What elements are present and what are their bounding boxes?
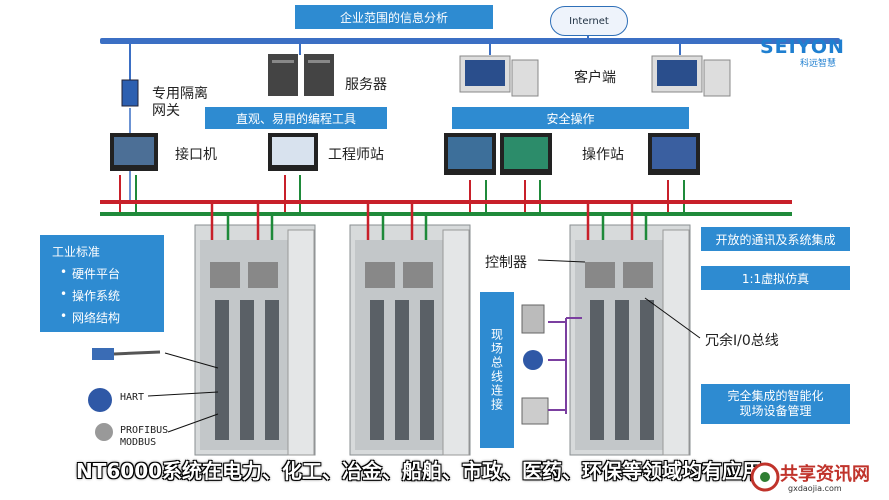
fieldbus-banner: 现场总线连接	[480, 292, 514, 448]
watermark-title: 共享资讯网	[780, 464, 870, 485]
protocol-hart: HART	[120, 392, 145, 403]
industry-standard-item: 网络结构	[72, 311, 121, 325]
brand-logo: SEIYON	[760, 36, 845, 58]
enterprise-network-bus	[100, 38, 840, 44]
watermark-url: gxdaojia.com	[788, 484, 842, 493]
bullet: •	[60, 287, 68, 301]
safe-operation-banner: 安全操作	[452, 107, 689, 129]
client-label: 客户端	[574, 70, 616, 86]
protocol-modbus: MODBUS	[120, 437, 157, 448]
control-network-green	[100, 212, 792, 216]
redundant-io-label: 冗余I/0总线	[705, 333, 779, 349]
controller-label: 控制器	[485, 255, 527, 271]
industry-standard-item: 硬件平台	[72, 267, 121, 281]
watermark-logo-icon	[750, 462, 780, 492]
bullet: •	[60, 265, 68, 279]
server-label: 服务器	[345, 77, 387, 93]
programming-tool-banner: 直观、易用的编程工具	[205, 107, 387, 129]
internet-cloud: Internet	[550, 6, 628, 36]
fieldbus-banner-text: 现场总线连接	[489, 328, 504, 412]
open-comm-banner: 开放的通讯及系统集成	[701, 227, 850, 251]
industry-standard-title: 工业标准	[52, 245, 101, 259]
controller-cabinets	[194, 224, 691, 456]
server-icon	[268, 54, 334, 96]
top-banner: 企业范围的信息分析	[295, 5, 493, 29]
bullet: •	[60, 309, 68, 323]
field-devices	[521, 304, 582, 425]
simulation-banner: 1:1虚拟仿真	[701, 266, 850, 290]
brand-logo-sub: 科远智慧	[800, 59, 837, 69]
internet-label: Internet	[569, 15, 609, 27]
protocol-profibus: PROFIBUS	[120, 425, 169, 436]
smart-devices-banner: 完全集成的智能化 现场设备管理	[701, 384, 850, 424]
operator-label: 操作站	[582, 147, 624, 163]
left-field-instruments	[88, 348, 161, 441]
gateway-label: 专用隔离 网关	[152, 86, 208, 119]
interface-label: 接口机	[175, 147, 217, 163]
client-pc-icon	[459, 55, 731, 97]
workstation-icons	[110, 133, 700, 175]
watermark: 共享资讯网 gxdaojia.com	[748, 458, 886, 498]
caption: NT6000系统在电力、化工、冶金、船舶、市政、医药、环保等领域均有应用	[76, 459, 763, 483]
gateway-icon	[121, 79, 139, 107]
industry-standard-item: 操作系统	[72, 289, 121, 303]
control-network-red	[100, 200, 792, 204]
industry-standard-box: 工业标准 硬件平台 操作系统 网络结构 • • •	[40, 235, 164, 332]
engineer-label: 工程师站	[328, 147, 384, 163]
